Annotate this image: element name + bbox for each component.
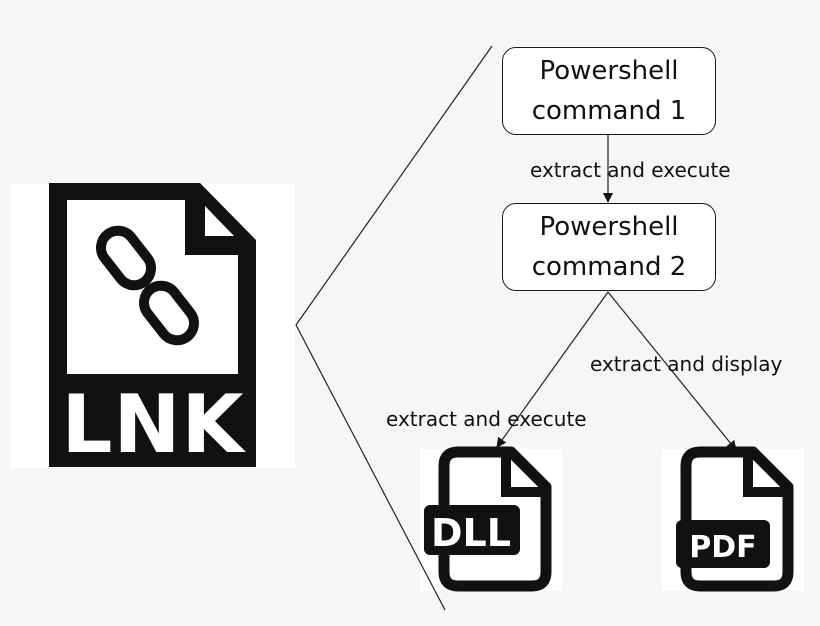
chain-link-icon: [95, 225, 200, 346]
lnk-label: LNK: [62, 378, 247, 471]
zoom-line-lower: [295, 324, 446, 611]
lnk-file-icon: LNK: [49, 183, 256, 471]
edge-cmd2-to-dll: [496, 291, 609, 448]
node-1-line-1: Powershell: [539, 56, 679, 86]
pdf-label: PDF: [689, 530, 756, 565]
edge-cmd2-to-pdf: [607, 291, 737, 451]
zoom-line-upper: [295, 45, 493, 326]
dll-label: DLL: [431, 511, 511, 555]
node-2-line-2: command 2: [531, 252, 687, 282]
node-1-line-2: command 1: [531, 96, 687, 126]
pdf-file-icon: PDF: [676, 446, 794, 592]
edge-label-cmd1-to-cmd2: extract and execute: [530, 158, 731, 182]
powershell-command-1-node: Powershell command 1: [502, 47, 716, 135]
node-2-line-1: Powershell: [539, 212, 679, 242]
edge-label-cmd2-to-dll: extract and execute: [386, 407, 587, 431]
powershell-command-2-node: Powershell command 2: [502, 203, 716, 291]
edge-label-cmd2-to-pdf: extract and display: [590, 352, 783, 376]
dll-file-icon: DLL: [424, 446, 552, 592]
